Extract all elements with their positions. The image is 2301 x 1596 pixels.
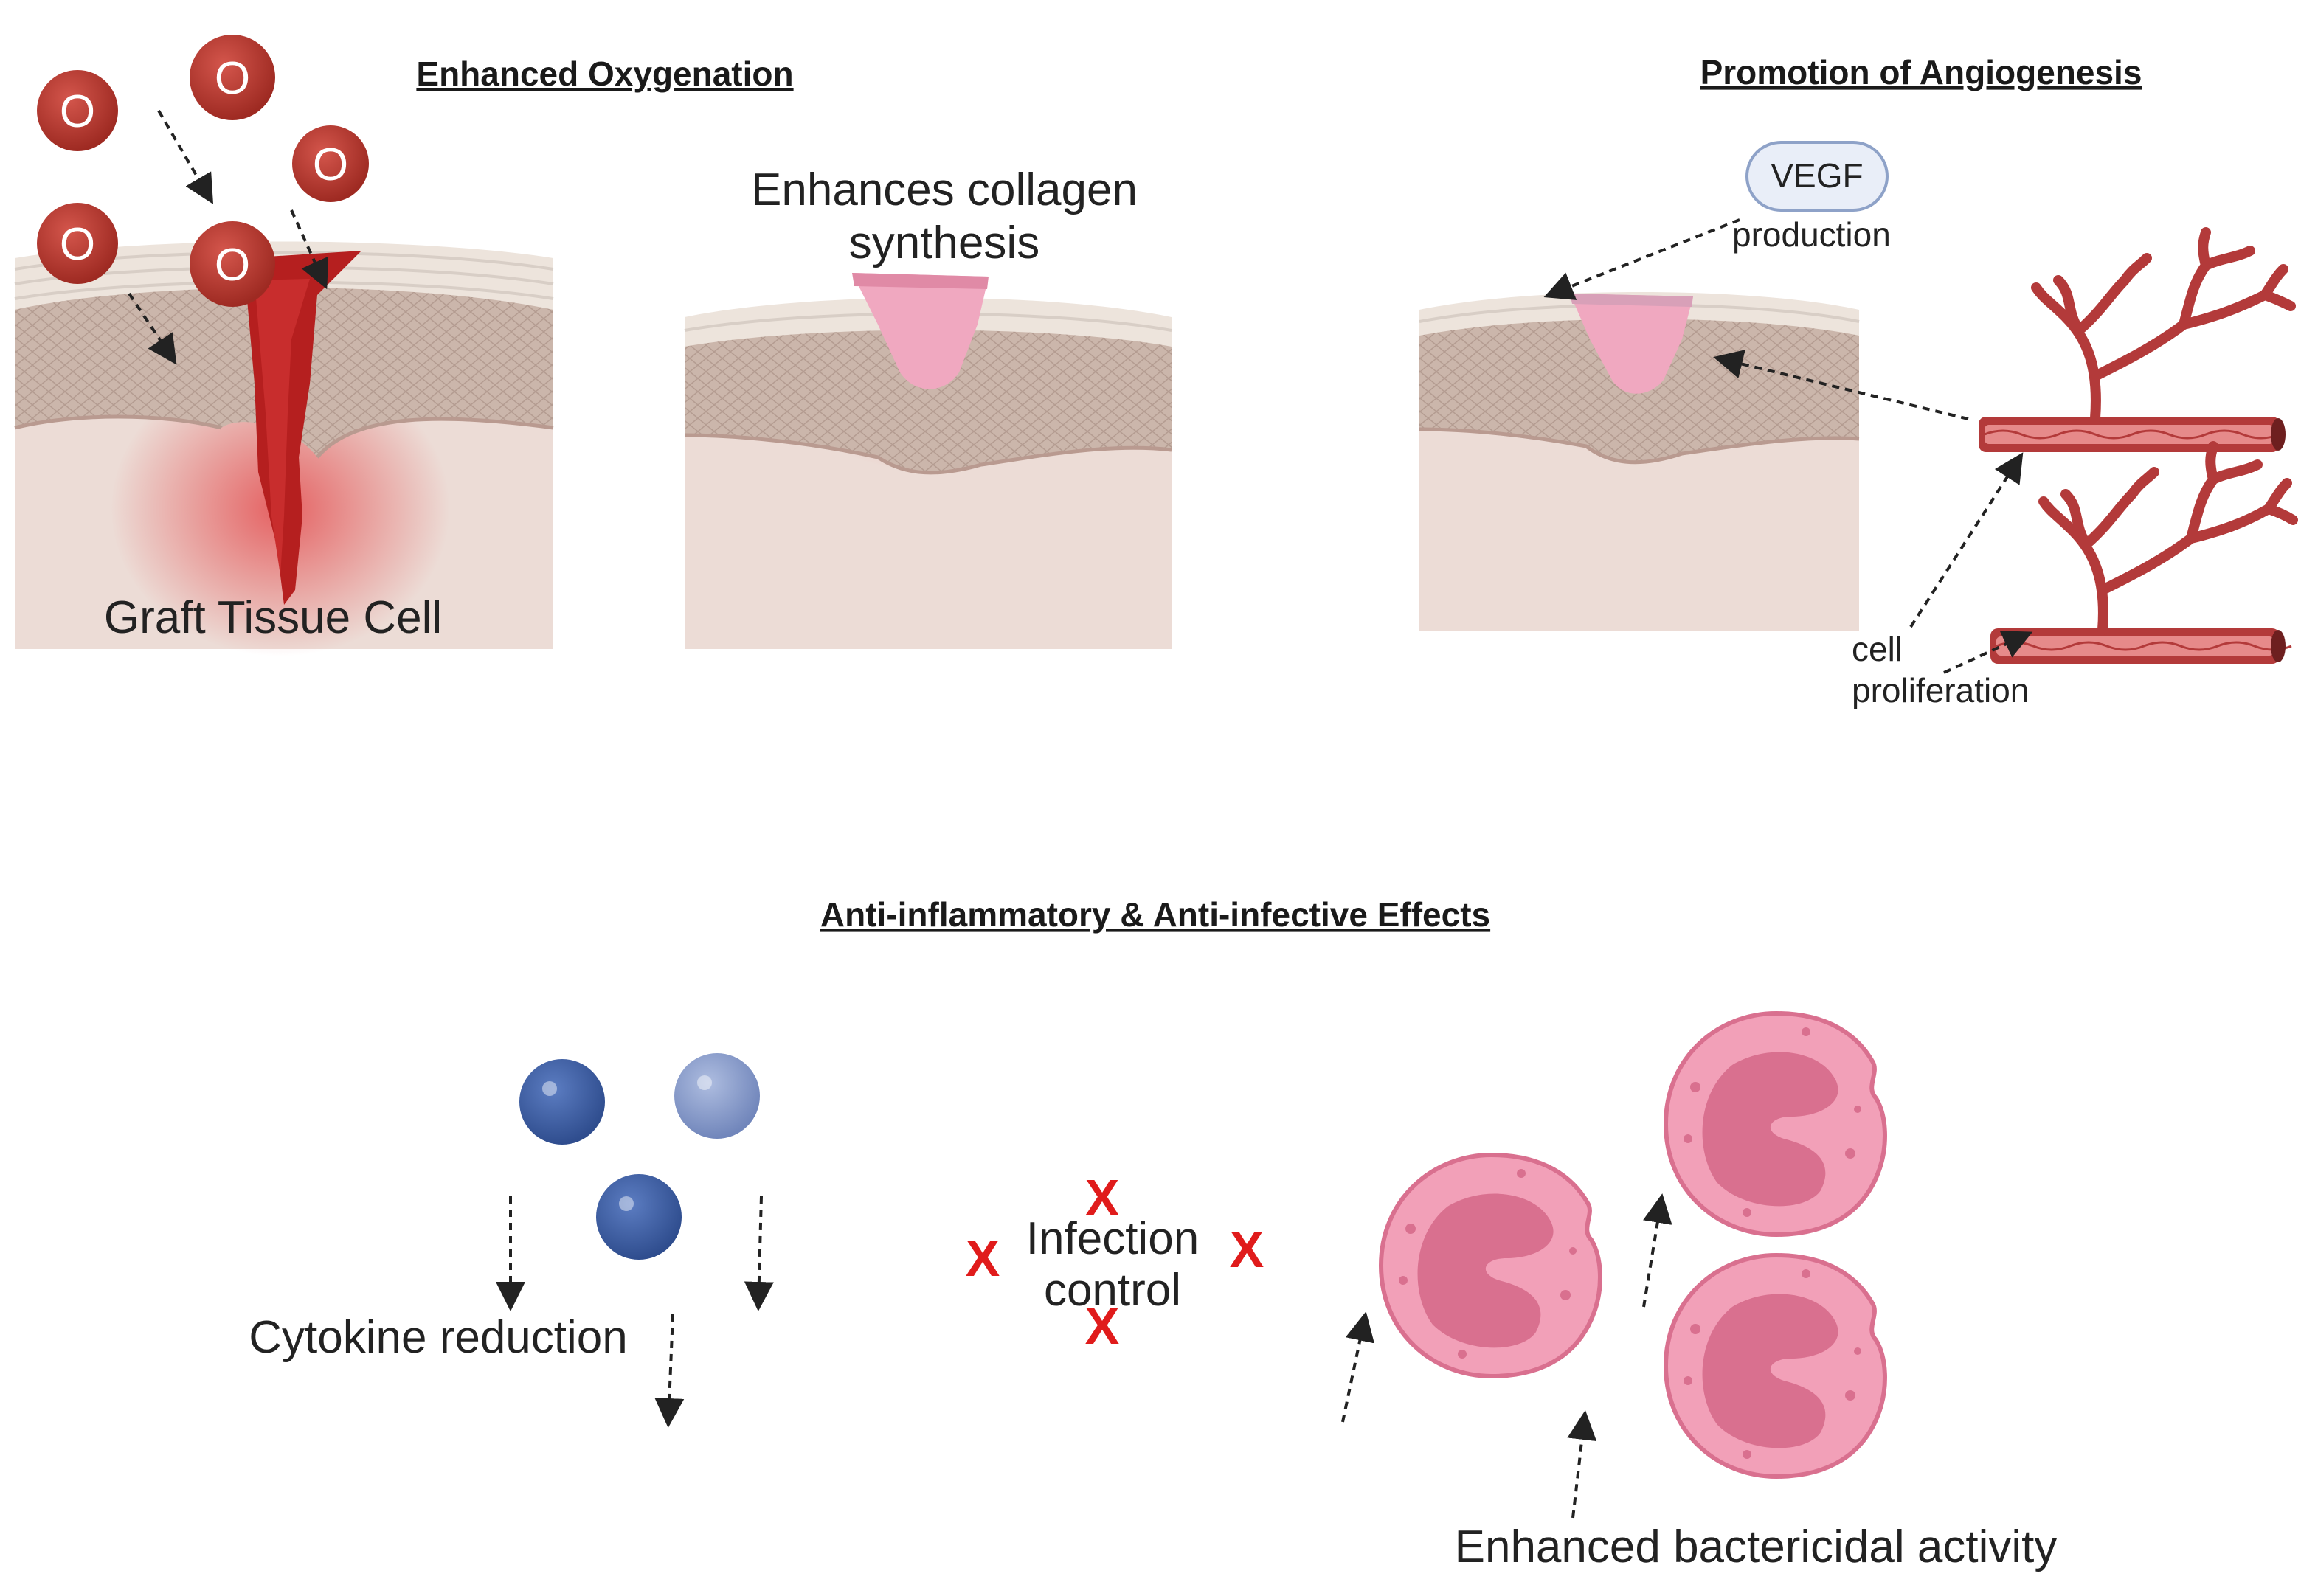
- oxygen-arrows: [128, 109, 329, 365]
- blood-vessel-upper: [1979, 227, 2296, 452]
- collagen-plug: [852, 273, 989, 389]
- collagen-label-line2: synthesis: [849, 218, 1039, 268]
- heading-angiogenesis: Promotion of Angiogenesis: [1700, 53, 2142, 91]
- collagen-skin-panel: Enhances collagen synthesis: [684, 164, 1172, 649]
- oxygen-molecule-icon: O: [190, 35, 275, 120]
- blood-vessel-lower: [1990, 441, 2298, 664]
- oxygen-molecule-icon: O: [37, 70, 118, 151]
- infection-label-line2: control: [1044, 1265, 1181, 1316]
- collagen-label-line1: Enhances collagen: [751, 164, 1138, 215]
- oxygen-molecule-icon: O: [190, 221, 275, 307]
- wound-plug: [1570, 294, 1693, 394]
- infection-label-line1: Infection: [1026, 1213, 1199, 1264]
- production-label: production: [1732, 215, 1891, 254]
- cell-label: cell: [1852, 630, 1903, 668]
- vegf-badge: VEGF: [1745, 141, 1889, 212]
- cytokine-icon: [596, 1174, 682, 1260]
- x-mark-icon: X: [966, 1229, 1000, 1287]
- angiogenesis-arrows: [1543, 218, 2033, 674]
- svg-text:O: O: [60, 219, 95, 270]
- bactericidal-label: Enhanced bactericidal activity: [1455, 1522, 2058, 1572]
- svg-text:O: O: [215, 53, 250, 104]
- vegf-label: VEGF: [1771, 156, 1863, 195]
- skin-wound-panel: Graft Tissue Cell: [14, 241, 554, 656]
- svg-text:O: O: [215, 240, 250, 291]
- heading-anti-inflammatory: Anti-inflammatory & Anti-infective Effec…: [820, 895, 1490, 934]
- infection-control: X X X X Infection control: [966, 1169, 1264, 1355]
- graft-tissue-cell-label: Graft Tissue Cell: [104, 592, 442, 643]
- cytokine-icon: [519, 1059, 605, 1145]
- oxygen-molecule-icon: O: [37, 203, 118, 284]
- angiogenesis-skin-panel: [1419, 292, 1860, 631]
- cytokine-reduction-label: Cytokine reduction: [249, 1312, 628, 1363]
- neutrophil-icon: [1378, 1152, 1602, 1379]
- x-mark-icon: X: [1085, 1169, 1120, 1227]
- neutrophil-icon: [1663, 1010, 1887, 1238]
- neutrophil-icon: [1663, 1252, 1887, 1479]
- proliferation-label: proliferation: [1852, 671, 2029, 709]
- svg-text:O: O: [313, 139, 348, 190]
- oxygen-molecules: O O O O O: [37, 35, 369, 307]
- heading-oxygenation: Enhanced Oxygenation: [416, 55, 793, 93]
- oxygen-molecule-icon: O: [292, 125, 369, 202]
- bactericidal-arrows: [1341, 1193, 1672, 1519]
- x-mark-icon: X: [1230, 1221, 1264, 1278]
- svg-text:O: O: [60, 86, 95, 137]
- cytokine-icon: [674, 1053, 760, 1139]
- cytokine-arrows: [496, 1196, 774, 1428]
- x-mark-icon: X: [1085, 1297, 1120, 1355]
- cytokine-group: [519, 1053, 760, 1260]
